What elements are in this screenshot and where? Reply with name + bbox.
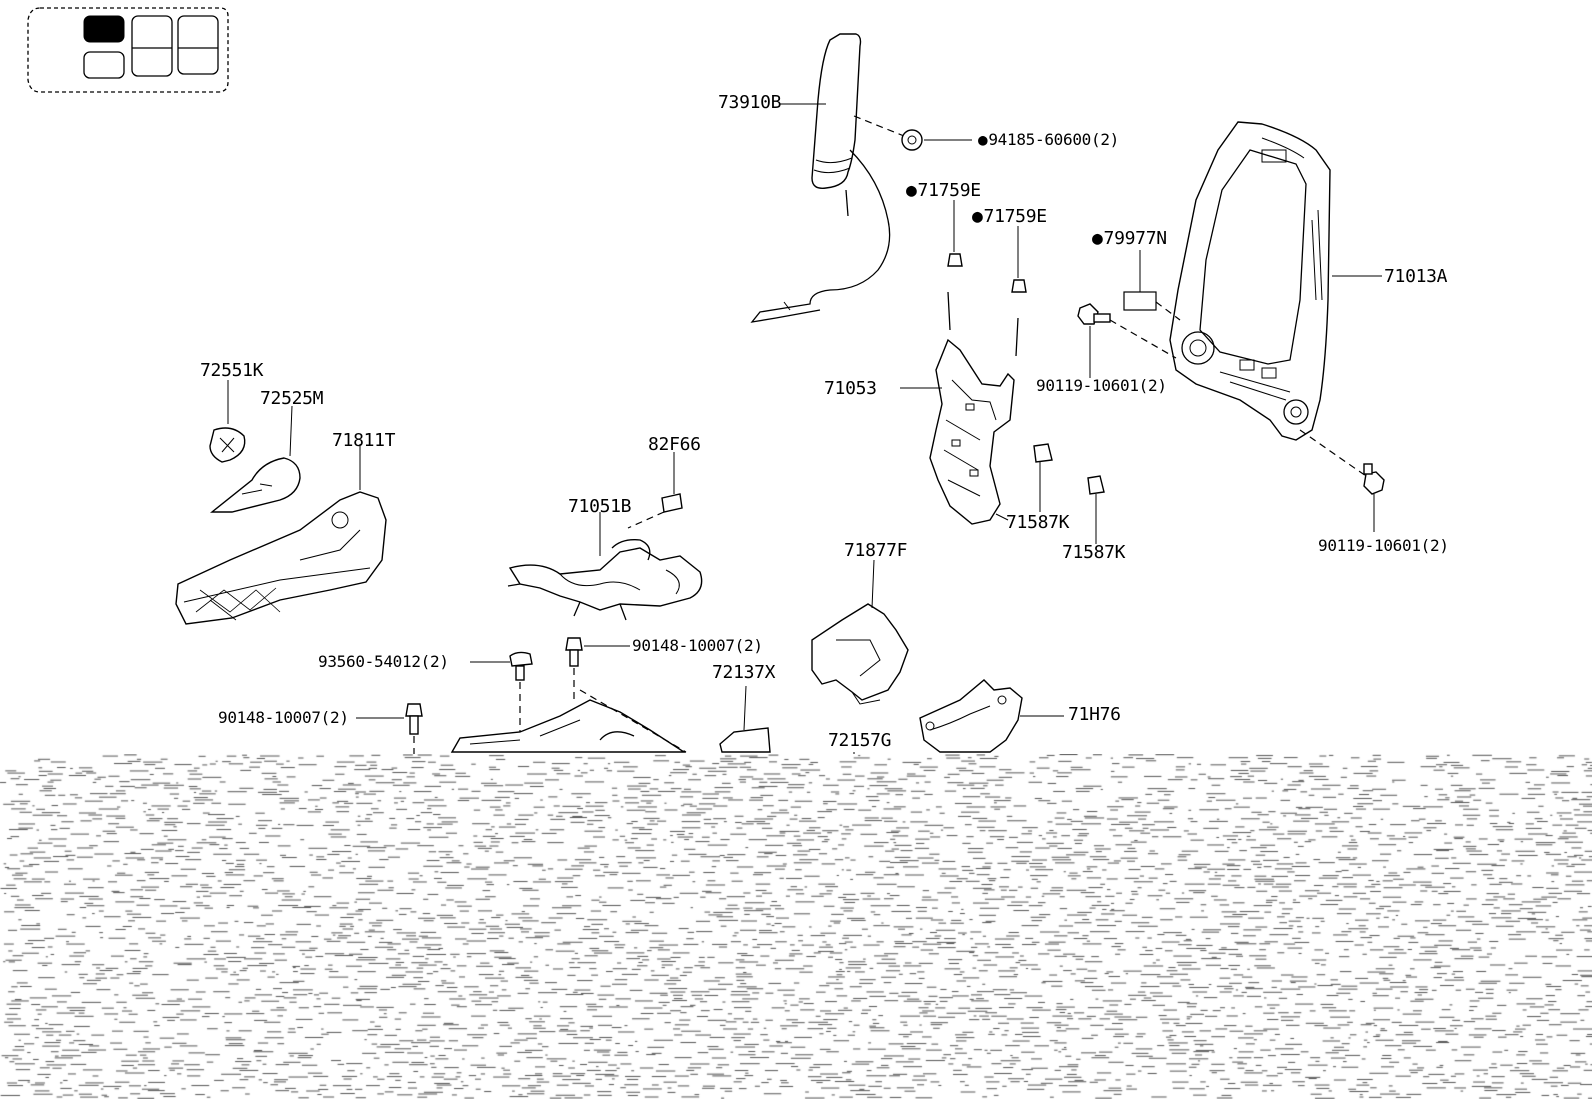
pad-71587K-right-icon (1087, 475, 1105, 495)
part-72525M-drawing (210, 457, 301, 513)
bolt-93560-icon (509, 651, 533, 681)
part-82F66-drawing (661, 493, 683, 513)
label-93560-54012[interactable]: 93560-54012(2) (318, 652, 449, 671)
label-71053[interactable]: 71053 (824, 378, 877, 399)
bolt-90119-lower-icon (1363, 463, 1385, 495)
label-82F66[interactable]: 82F66 (648, 434, 701, 455)
label-71811T[interactable]: 71811T (332, 430, 396, 451)
label-94185-60600[interactable]: 94185-60600(2) (978, 132, 1119, 148)
label-71877F[interactable]: 71877F (844, 540, 908, 561)
label-71013A[interactable]: 71013A (1384, 266, 1448, 287)
label-90148-10007-lower[interactable]: 90148-10007(2) (218, 708, 349, 727)
label-71051B[interactable]: 71051B (568, 496, 632, 517)
label-79977N[interactable]: 79977N (1092, 230, 1168, 248)
label-72525M[interactable]: 72525M (260, 388, 324, 409)
part-71877F-drawing (811, 603, 909, 705)
part-71013A-drawing (1169, 121, 1331, 441)
label-73910B[interactable]: 73910B (718, 92, 782, 113)
label-90119-10601-lower[interactable]: 90119-10601(2) (1318, 536, 1449, 555)
bolt-90148-lower-icon (405, 703, 423, 735)
label-90148-10007-upper[interactable]: 90148-10007(2) (632, 636, 763, 655)
seat-position-indicator-icon (27, 7, 229, 93)
label-71587K-left[interactable]: 71587K (1006, 512, 1070, 533)
scan-noise-area (0, 754, 1592, 1099)
part-71H76-drawing (919, 679, 1023, 753)
label-71759E-left[interactable]: 71759E (906, 182, 982, 200)
pad-71587K-left-icon (1033, 443, 1053, 463)
part-79977N-drawing (1123, 291, 1157, 311)
label-71H76[interactable]: 71H76 (1068, 704, 1121, 725)
label-72551K[interactable]: 72551K (200, 360, 264, 381)
part-72551K-drawing (209, 427, 246, 463)
part-71811T-drawing (175, 491, 387, 625)
nut-94185-icon (901, 129, 923, 151)
part-71051B-drawing (507, 539, 703, 621)
label-90119-10601-upper[interactable]: 90119-10601(2) (1036, 376, 1167, 395)
part-73910B-drawing (750, 33, 891, 323)
label-72157G[interactable]: 72157G (828, 730, 892, 751)
part-71053-drawing (929, 291, 1019, 525)
label-71759E-right[interactable]: 71759E (972, 208, 1048, 226)
clip-71759E-left-icon (947, 253, 963, 267)
bolt-90148-upper-icon (565, 637, 583, 667)
bolt-90119-upper-icon (1077, 303, 1111, 325)
label-71587K-right[interactable]: 71587K (1062, 542, 1126, 563)
clip-71759E-right-icon (1011, 279, 1027, 293)
label-72137X[interactable]: 72137X (712, 662, 776, 683)
seat-track-drawing (450, 699, 687, 753)
part-72137X-drawing (719, 727, 771, 753)
